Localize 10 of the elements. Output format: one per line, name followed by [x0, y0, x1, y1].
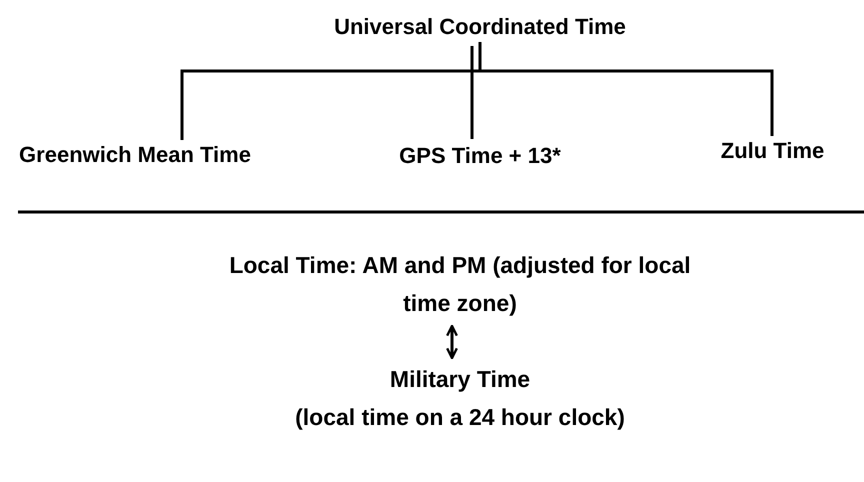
connector-line [470, 46, 474, 139]
node-subtitle: (local time on a 24 hour clock) [294, 403, 626, 432]
node-label: Local Time: AM and PM (adjusted for local time zone) [220, 246, 700, 322]
double-arrow [446, 324, 458, 360]
node-label: GPS Time + 13* [375, 141, 585, 171]
node-label: Zulu Time [685, 136, 860, 166]
node-label: Universal Coordinated Time [290, 12, 670, 42]
node-label: Greenwich Mean Time [0, 140, 270, 170]
connector-line [478, 42, 774, 136]
node-label: Military Time [388, 365, 532, 394]
